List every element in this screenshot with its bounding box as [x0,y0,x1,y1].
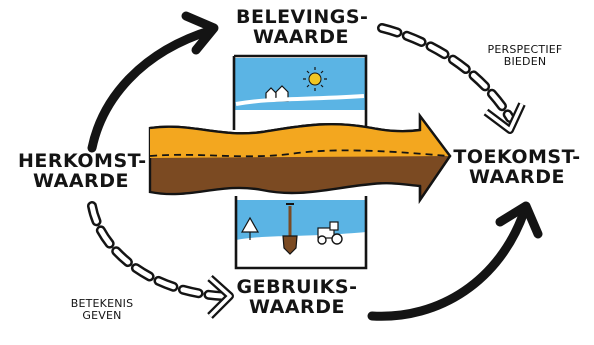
perspectief-bieden-line1: PERSPECTIEF [470,44,580,56]
gebruikswaarde-label: GEBRUIKS- WAARDE [232,278,362,318]
solid-arrow-gebruiks-to-toekomst [372,206,538,316]
herkomstwaarde-line1: HERKOMST- [18,152,144,172]
belevingswaarde-line2: WAARDE [236,28,366,48]
bottom-landscape-panel [236,196,366,268]
perspectief-bieden-line2: BIEDEN [470,56,580,68]
belevingswaarde-line1: BELEVINGS- [236,8,366,28]
gebruikswaarde-line1: GEBRUIKS- [232,278,362,298]
time-flow-arrow [150,116,450,200]
toekomstwaarde-line2: WAARDE [450,168,584,188]
herkomstwaarde-line2: WAARDE [18,172,144,192]
betekenis-geven-line1: BETEKENIS [52,298,152,310]
gebruikswaarde-line2: WAARDE [232,298,362,318]
toekomstwaarde-line1: TOEKOMST- [450,148,584,168]
betekenis-geven-label: BETEKENIS GEVEN [52,298,152,321]
toekomstwaarde-label: TOEKOMST- WAARDE [450,148,584,188]
herkomstwaarde-label: HERKOMST- WAARDE [18,152,144,192]
betekenis-geven-line2: GEVEN [52,310,152,322]
perspectief-bieden-label: PERSPECTIEF BIEDEN [470,44,580,67]
belevingswaarde-label: BELEVINGS- WAARDE [236,8,366,48]
